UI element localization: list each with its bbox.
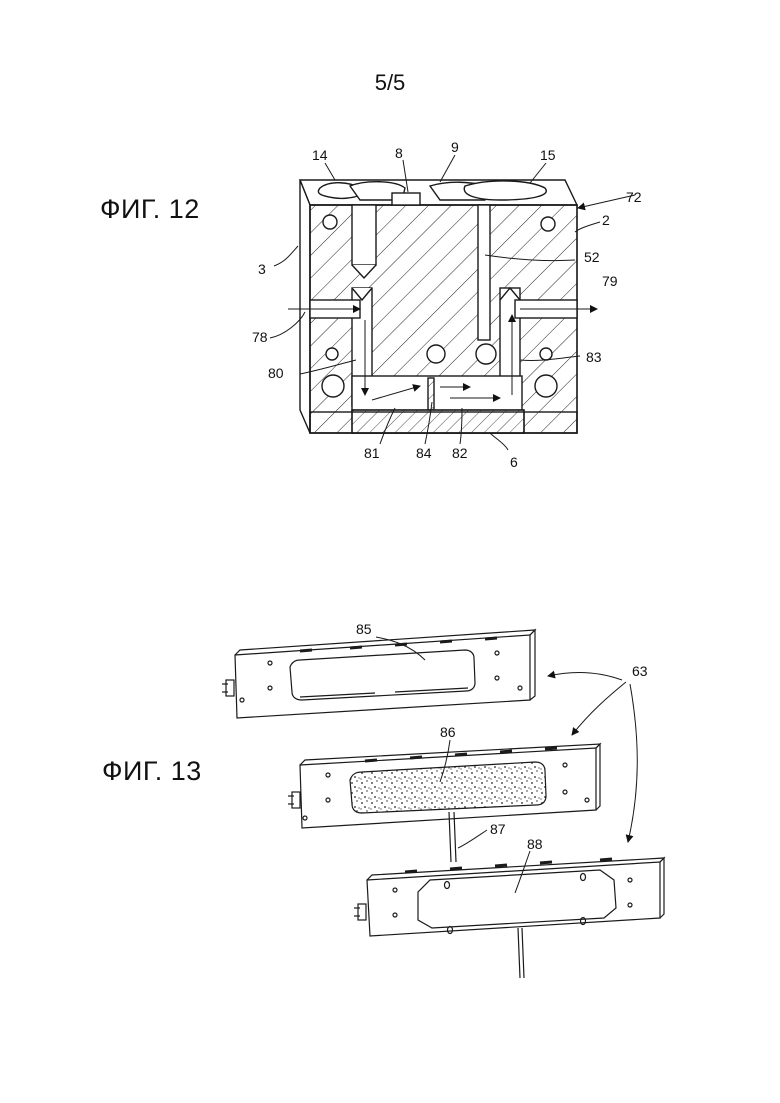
- figure-13-plate-bottom: [354, 858, 664, 978]
- label-86: 86: [440, 724, 456, 740]
- label-72: 72: [626, 189, 642, 205]
- label-6: 6: [510, 454, 518, 470]
- label-79: 79: [602, 273, 618, 289]
- label-84: 84: [416, 445, 432, 461]
- figure-13-plate-middle: [288, 744, 600, 862]
- figure-13-plate-top: [222, 630, 535, 718]
- figure-12-drawing: [270, 155, 635, 450]
- label-63: 63: [632, 663, 648, 679]
- label-83: 83: [586, 349, 602, 365]
- label-3: 3: [258, 261, 266, 277]
- label-80: 80: [268, 365, 284, 381]
- label-82: 82: [452, 445, 468, 461]
- label-88: 88: [527, 836, 543, 852]
- label-85: 85: [356, 621, 372, 637]
- label-2: 2: [602, 212, 610, 228]
- label-14: 14: [312, 147, 328, 163]
- label-78: 78: [252, 329, 268, 345]
- label-9: 9: [451, 139, 459, 155]
- label-8: 8: [395, 145, 403, 161]
- label-81: 81: [364, 445, 380, 461]
- label-87: 87: [490, 821, 506, 837]
- label-52: 52: [584, 249, 600, 265]
- label-15: 15: [540, 147, 556, 163]
